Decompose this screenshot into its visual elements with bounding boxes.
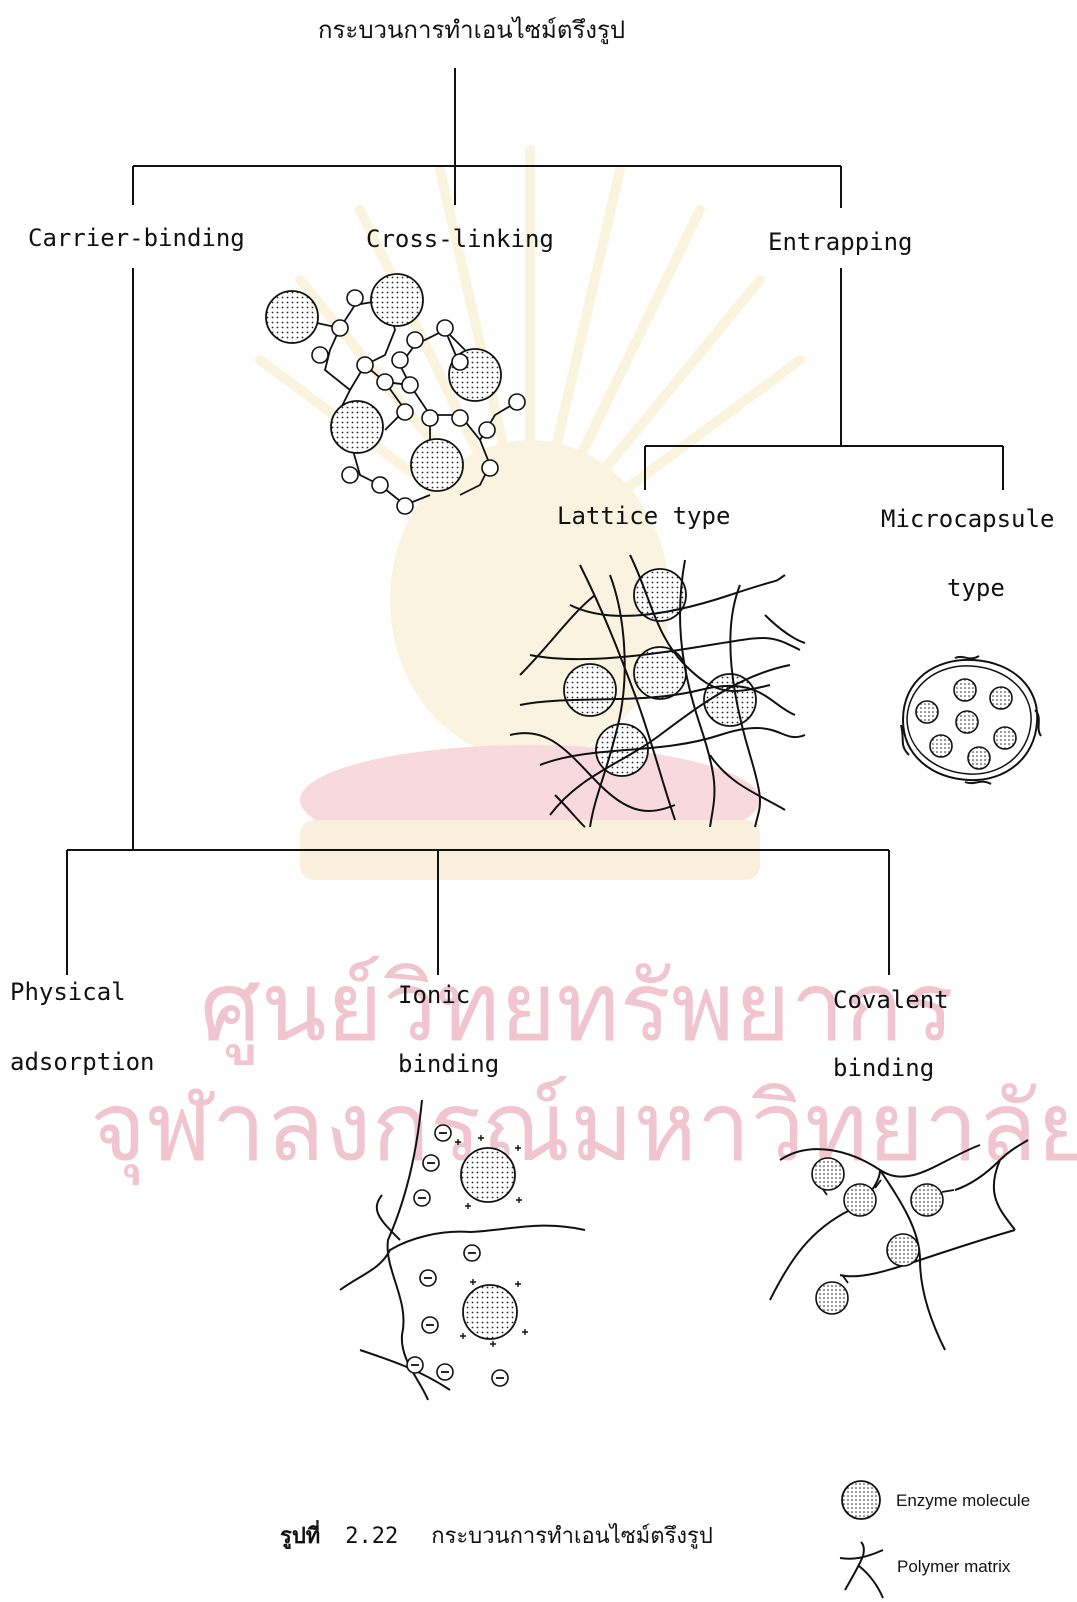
polymer-matrix-legend-text: Polymer matrix <box>897 1558 1010 1575</box>
microcapsule-type-label-line2: type <box>947 576 1005 600</box>
ionic-binding-label-line1: Ionic <box>398 983 470 1007</box>
physical-adsorption-label-line2: adsorption <box>10 1050 155 1074</box>
enzyme-molecule-legend-icon <box>838 1478 884 1524</box>
lattice-type-illustration <box>510 555 810 830</box>
entrapping-label: Entrapping <box>768 230 913 254</box>
caption-text: กระบวนการทำเอนไซม์ตรึงรูป <box>431 1524 713 1549</box>
polymer-matrix-legend-icon <box>835 1540 889 1600</box>
covalent-binding-label-line1: Covalent <box>833 988 949 1012</box>
ionic-binding-label-line2: binding <box>398 1052 499 1076</box>
caption-number: 2.22 <box>345 1524 398 1549</box>
diagram-title: กระบวนการทำเอนไซม์ตรึงรูป <box>318 18 625 42</box>
microcapsule-type-illustration <box>895 650 1045 790</box>
physical-adsorption-label-line1: Physical <box>10 980 126 1004</box>
enzyme-molecule-legend-text: Enzyme molecule <box>896 1492 1030 1509</box>
figure-caption: รูปที่ 2.22 กระบวนการทำเอนไซม์ตรึงรูป <box>280 1526 713 1548</box>
caption-label: รูปที่ <box>280 1524 320 1549</box>
lattice-type-label: Lattice type <box>557 504 730 528</box>
cross-linking-label: Cross-linking <box>366 227 554 251</box>
carrier-binding-label: Carrier-binding <box>28 226 245 250</box>
covalent-binding-illustration <box>770 1140 1030 1370</box>
microcapsule-type-label-line1: Microcapsule <box>881 507 1054 531</box>
ionic-binding-illustration <box>340 1100 590 1400</box>
cross-linking-illustration <box>255 270 555 540</box>
covalent-binding-label-line2: binding <box>833 1056 934 1080</box>
